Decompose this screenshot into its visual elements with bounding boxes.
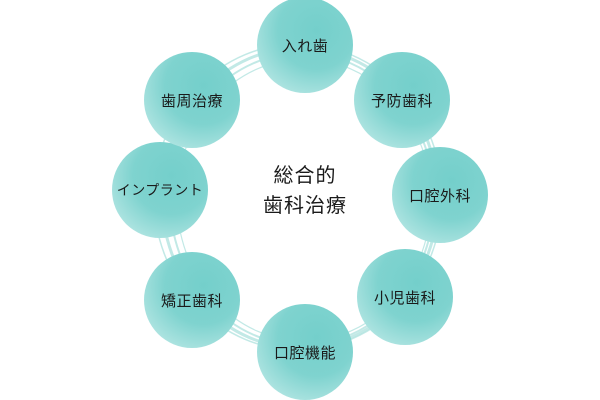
node-label: 予防歯科 <box>370 91 433 110</box>
node-label: 歯周治療 <box>160 91 223 110</box>
node-label: 矯正歯科 <box>160 291 223 310</box>
node-yobo-shika: 予防歯科 <box>354 52 450 148</box>
node-label: 小児歯科 <box>373 288 436 307</box>
node-implant: インプラント <box>112 142 208 238</box>
node-shishu-chiryo: 歯周治療 <box>144 52 240 148</box>
node-label: 口腔機能 <box>273 343 336 362</box>
node-shoni-shika: 小児歯科 <box>357 249 453 345</box>
node-label: 口腔外科 <box>408 186 471 205</box>
center-title-line1: 総合的 <box>273 163 337 187</box>
node-koku-geka: 口腔外科 <box>392 147 488 243</box>
center-title-line2: 歯科治療 <box>263 193 347 217</box>
node-ireba: 入れ歯 <box>257 0 353 93</box>
node-kyosei-shika: 矯正歯科 <box>144 252 240 348</box>
node-label: インプラント <box>116 183 204 199</box>
center-title: 総合的 歯科治療 <box>225 160 385 220</box>
node-koku-kino: 口腔機能 <box>257 304 353 400</box>
node-label: 入れ歯 <box>281 36 329 55</box>
